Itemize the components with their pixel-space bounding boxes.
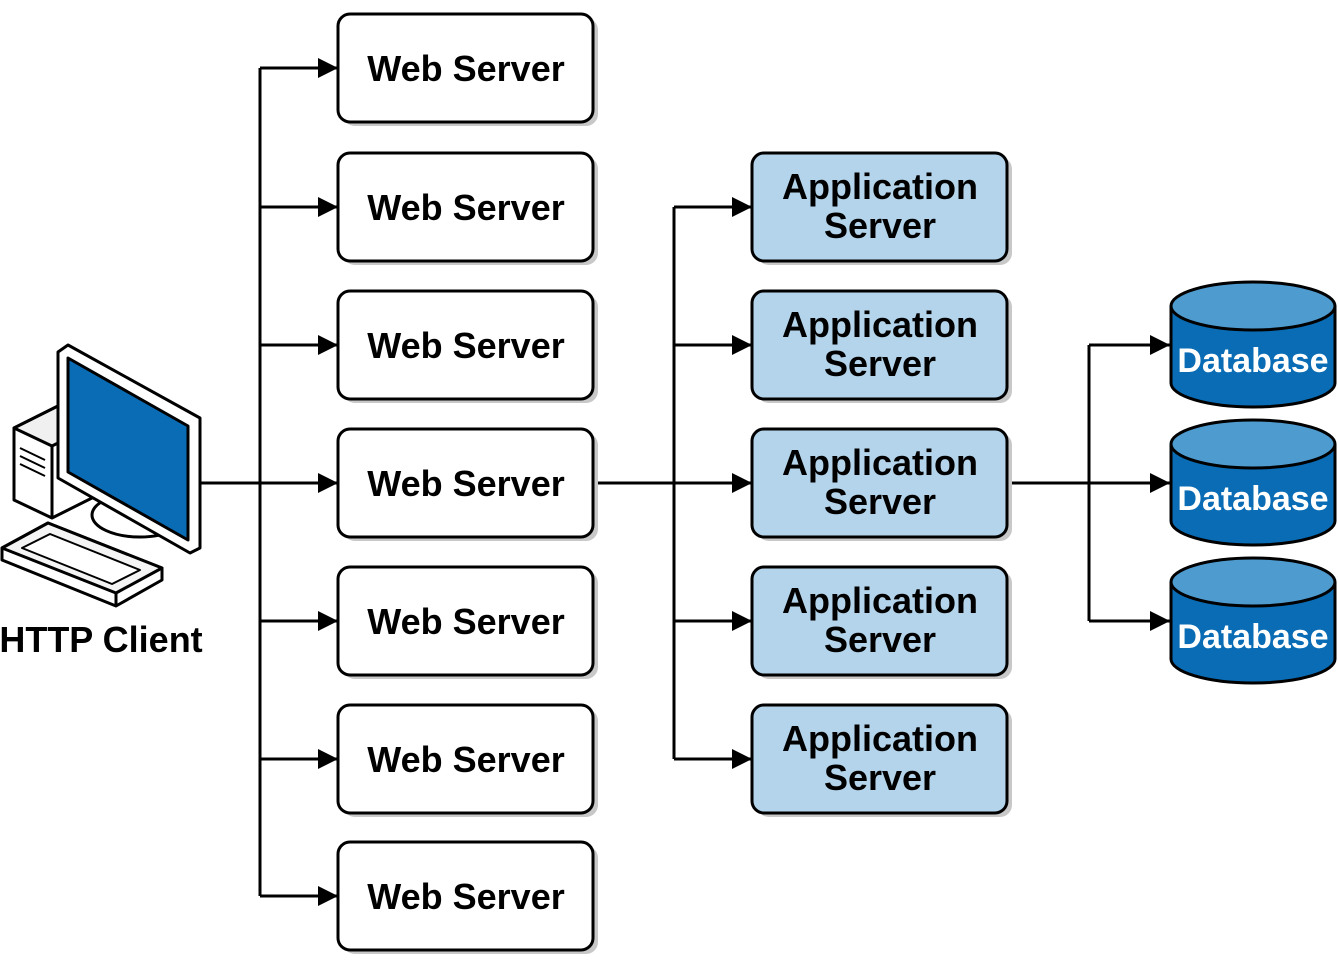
web-server-label: Web Server <box>367 187 564 228</box>
application-server-column: Application Server Application Server Ap… <box>750 151 1012 817</box>
web-server-column: Web Server Web Server Web Server Web Ser… <box>336 12 598 954</box>
web-server-box: Web Server <box>336 565 598 679</box>
application-server-label-line1: Application <box>782 304 978 345</box>
database-cylinder: Database <box>1169 556 1337 685</box>
application-server-label-line1: Application <box>782 166 978 207</box>
database-column: Database Database Database <box>1169 280 1337 685</box>
application-server-label-line2: Server <box>824 205 936 246</box>
web-server-label: Web Server <box>367 601 564 642</box>
database-cylinder: Database <box>1169 280 1337 409</box>
application-server-box: Application Server <box>750 427 1012 541</box>
database-cylinder: Database <box>1169 418 1337 547</box>
web-server-label: Web Server <box>367 463 564 504</box>
database-label: Database <box>1177 342 1328 380</box>
application-server-box: Application Server <box>750 703 1012 817</box>
application-server-label-line2: Server <box>824 757 936 798</box>
application-server-label-line2: Server <box>824 343 936 384</box>
web-server-box: Web Server <box>336 703 598 817</box>
database-label: Database <box>1177 618 1328 656</box>
application-server-box: Application Server <box>750 565 1012 679</box>
web-server-label: Web Server <box>367 325 564 366</box>
application-server-label-line2: Server <box>824 619 936 660</box>
application-server-label-line2: Server <box>824 481 936 522</box>
web-server-label: Web Server <box>367 739 564 780</box>
client-label: HTTP Client <box>0 619 203 660</box>
web-server-label: Web Server <box>367 48 564 89</box>
web-server-box: Web Server <box>336 840 598 954</box>
application-server-box: Application Server <box>750 289 1012 403</box>
application-server-label-line1: Application <box>782 718 978 759</box>
http-client: HTTP Client <box>0 343 203 660</box>
web-server-box: Web Server <box>336 12 598 126</box>
web-server-box: Web Server <box>336 151 598 265</box>
desktop-computer-icon <box>0 343 202 608</box>
database-label: Database <box>1177 480 1328 518</box>
web-server-box: Web Server <box>336 427 598 541</box>
web-server-label: Web Server <box>367 876 564 917</box>
connector-lines <box>200 58 1170 906</box>
web-server-box: Web Server <box>336 289 598 403</box>
application-server-label-line1: Application <box>782 442 978 483</box>
application-server-label-line1: Application <box>782 580 978 621</box>
application-server-box: Application Server <box>750 151 1012 265</box>
